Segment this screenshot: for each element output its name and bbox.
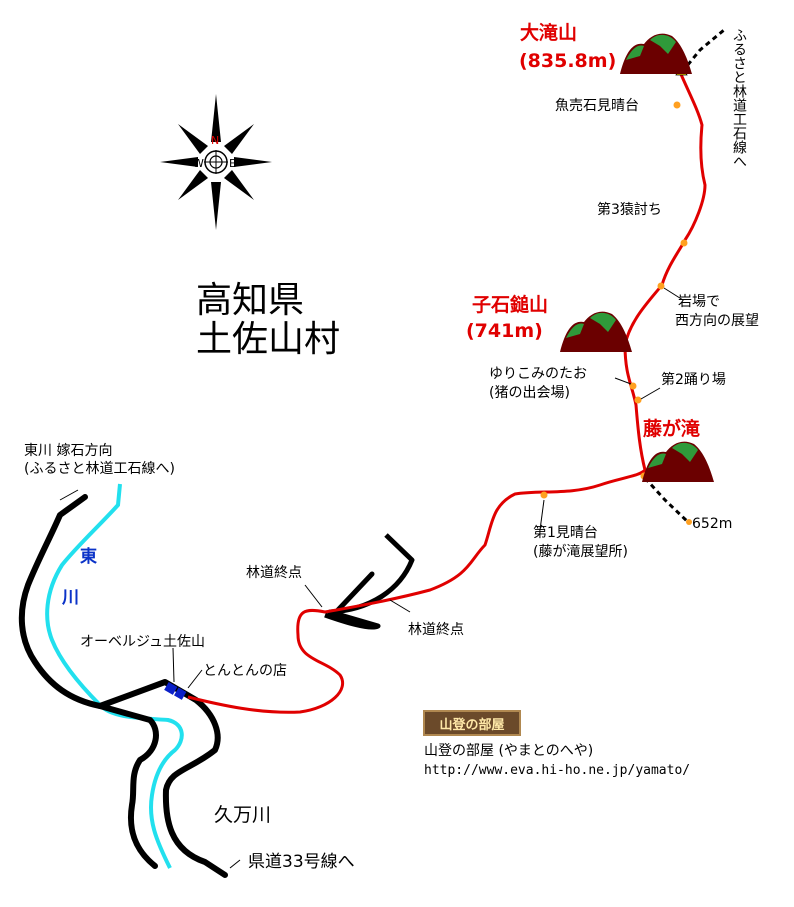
- label-view1-b: (藤が滝展望所): [533, 544, 628, 560]
- prefecture-title: 高知県: [196, 280, 305, 321]
- waypoint-iwaba: [657, 282, 665, 290]
- fujigataki-name: 藤が滝: [643, 418, 701, 440]
- village-title: 土佐山村: [196, 319, 341, 360]
- peak-otaki-elev: (835.8m): [519, 50, 617, 72]
- waypoint-saru3: [680, 239, 688, 247]
- label-odori2: 第2踊り場: [661, 372, 726, 388]
- label-higashi-2: (ふるさと林道工石線へ): [24, 461, 175, 477]
- mountain-icon-otaki: [620, 33, 692, 74]
- rindo-2: [335, 571, 375, 613]
- label-yuri-1: ゆりこみのたお: [489, 366, 587, 382]
- waypoint-view1: [540, 491, 548, 499]
- label-rindo-end-2: 林道終点: [408, 622, 464, 638]
- peak-otaki-name: 大滝山: [520, 22, 578, 44]
- label-kendo33: 県道33号線へ: [248, 852, 355, 872]
- site-logo-text: 山登の部屋: [439, 717, 505, 733]
- building-icon-tonton: [174, 687, 187, 700]
- label-iwaba-1: 岩場で: [678, 294, 720, 310]
- peak-koishi-name: 子石鎚山: [472, 294, 549, 316]
- credit-url[interactable]: http://www.eva.hi-ho.ne.jp/yamato/: [424, 763, 691, 778]
- label-elev-652: 652m: [692, 516, 733, 532]
- mountain-icon-fujigataki: [642, 441, 714, 482]
- river-label-higashi-1: 東: [80, 547, 97, 567]
- compass-s: S: [212, 181, 219, 194]
- compass-n: N: [211, 134, 219, 147]
- road-main: [18, 494, 228, 878]
- label-rindo-end-1: 林道終点: [246, 565, 302, 581]
- waypoint-uori: [673, 101, 681, 109]
- site-logo: 山登の部屋: [423, 710, 521, 736]
- building-icon-auberge: [164, 682, 178, 695]
- label-yuri-2: (猪の出会場): [489, 385, 570, 401]
- road-branch: [97, 703, 159, 869]
- river-label-higashi-2: 川: [62, 588, 79, 608]
- compass-rose: N S E W: [160, 94, 272, 230]
- river-higashi: [45, 483, 184, 869]
- leader-lines: [59, 287, 684, 869]
- trail-route: [187, 71, 707, 714]
- label-kumagawa: 久万川: [214, 804, 272, 826]
- label-furusato-vertical: ふるさと林道工石線へ: [731, 28, 747, 168]
- compass-w: W: [193, 157, 204, 170]
- label-higashi-1: 東川 嫁石方向: [24, 443, 113, 459]
- label-iwaba-2: 西方向の展望: [675, 313, 759, 329]
- mountain-icon-koishi: [560, 311, 632, 352]
- label-tonton: とんとんの店: [203, 663, 287, 679]
- label-saru3: 第3猿討ち: [597, 202, 662, 218]
- label-view1-a: 第1見晴台: [533, 525, 598, 541]
- label-auberge: オーベルジュ土佐山: [80, 634, 206, 650]
- waypoint-odori2: [634, 396, 642, 404]
- dashed-to-652: [643, 476, 690, 524]
- peak-koishi-elev: (741m): [466, 320, 543, 342]
- credit-name: 山登の部屋 (やまとのへや): [424, 743, 594, 759]
- waypoint-yuri: [629, 382, 637, 390]
- label-uori: 魚売石見晴台: [555, 98, 639, 114]
- waypoint-652: [686, 519, 692, 525]
- compass-e: E: [229, 157, 236, 170]
